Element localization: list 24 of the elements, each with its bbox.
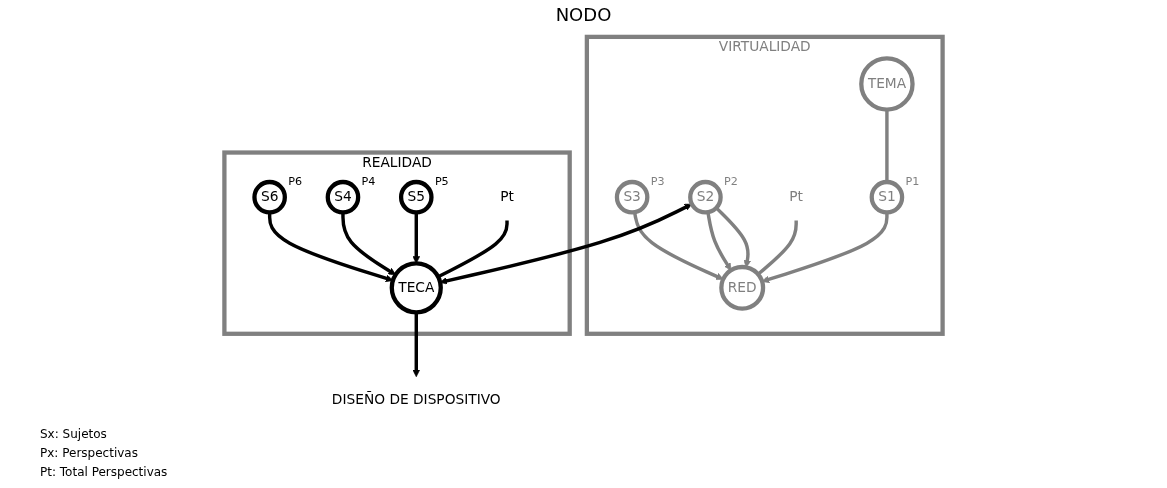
key-note: Sx: Sujetos <box>40 426 108 443</box>
node-circle: S6 <box>252 179 287 215</box>
perspective-label: P1 <box>905 175 920 189</box>
node-circle: S5 <box>398 179 434 215</box>
diagram-title: NODO <box>554 4 613 25</box>
node-text: DISEÑO DE DISPOSITIVO <box>331 391 501 408</box>
key-note: Pt: Total Perspectivas <box>40 464 168 481</box>
node-circle: RED <box>719 264 766 311</box>
node-circle: S3 <box>614 179 650 215</box>
perspective-label: P2 <box>724 175 738 189</box>
node-circle: S2 <box>688 179 723 215</box>
node-circle: S4 <box>325 179 361 215</box>
connector-line <box>756 220 798 276</box>
node-circle: TEMA <box>859 56 915 112</box>
node-text: Pt <box>500 188 514 205</box>
node-circle: S1 <box>869 179 905 215</box>
perspective-label: P6 <box>288 175 303 189</box>
key-note: Px: Perspectivas <box>40 445 139 462</box>
perspective-label: P5 <box>434 175 449 189</box>
node-text: Pt <box>789 188 804 205</box>
perspective-label: P4 <box>361 175 376 189</box>
perspective-label: P3 <box>650 175 665 189</box>
connector-line <box>437 220 509 279</box>
node-circle: TECA <box>389 261 443 315</box>
